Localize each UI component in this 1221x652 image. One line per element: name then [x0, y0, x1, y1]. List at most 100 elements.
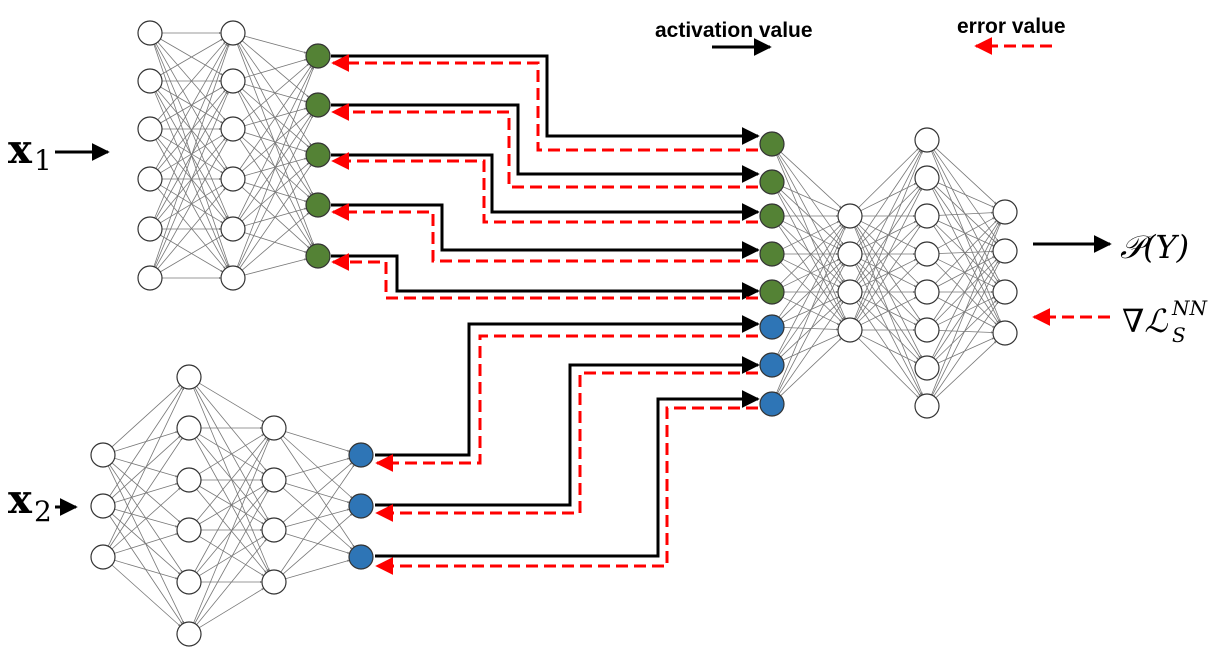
joint-node-from-subnet2	[759, 391, 785, 417]
legend: activation value error value	[655, 15, 1066, 56]
network-edge	[160, 234, 223, 273]
network-edge	[780, 224, 842, 284]
network-edge	[154, 91, 229, 268]
error-connector	[331, 203, 758, 263]
network-edge	[937, 296, 995, 326]
network-edge	[236, 66, 315, 267]
network-edge	[935, 340, 997, 399]
network-edge	[198, 587, 265, 629]
prediction-label: 𝒫(Y)	[1120, 228, 1189, 266]
network-edge	[938, 330, 994, 334]
network-edge	[241, 63, 310, 122]
network-edge	[157, 41, 226, 121]
subnet1-input-node	[137, 216, 163, 242]
network-edge	[239, 164, 312, 269]
network-edge	[776, 226, 846, 394]
head-hidden-node	[837, 203, 863, 229]
network-edge	[237, 66, 314, 219]
network-edge	[780, 338, 842, 396]
head-hidden-node	[914, 203, 940, 229]
network-edge	[855, 150, 922, 282]
network-edge	[155, 139, 228, 268]
head-hidden-node	[837, 241, 863, 267]
network-edge	[241, 186, 310, 249]
head-hidden-node	[914, 317, 940, 343]
network-edge	[778, 301, 844, 395]
network-edge	[935, 147, 997, 205]
network-edge	[933, 187, 999, 283]
network-edge	[282, 435, 353, 499]
head-hidden-node	[914, 279, 940, 305]
network-edge	[114, 559, 178, 580]
input-label-x2: x 2	[8, 476, 78, 528]
network-edge	[856, 149, 921, 245]
network-edge	[933, 221, 999, 321]
activation-connector	[331, 153, 760, 221]
subnet2-input-node	[90, 544, 116, 570]
network-edge	[858, 338, 919, 398]
network-edge	[780, 189, 842, 247]
subnet2-hidden-node	[176, 364, 202, 390]
x1-base: x	[8, 126, 33, 173]
error-connector	[331, 253, 758, 300]
subnet1-input-node	[137, 265, 163, 291]
network-edge	[109, 515, 183, 625]
subnet1-output-node	[305, 43, 331, 69]
network-edge	[282, 462, 353, 523]
network-edge	[111, 564, 181, 627]
gradient-label-sub: S	[1172, 323, 1186, 347]
subnet1-hidden-node	[220, 166, 246, 192]
network-edge	[285, 457, 350, 478]
network-edge	[938, 211, 994, 216]
network-edge	[777, 192, 845, 320]
head-output-node	[992, 238, 1018, 264]
subnet1-input-node	[137, 20, 163, 46]
network-edge	[782, 186, 840, 212]
network-edge	[860, 296, 917, 326]
network-edge	[937, 258, 995, 288]
network-edge	[244, 58, 307, 78]
network-edge	[855, 188, 922, 320]
network-edge	[280, 464, 355, 573]
activation-connector	[375, 356, 760, 507]
network-edge	[157, 187, 226, 270]
head-output-node	[992, 279, 1018, 305]
network-edge	[780, 151, 842, 209]
subnet2-hidden-node	[176, 569, 202, 595]
network-edge	[282, 513, 353, 575]
x2-base: x	[8, 476, 33, 523]
joint-node-from-subnet2	[759, 352, 785, 378]
network-edge	[937, 182, 995, 208]
network-edge	[237, 43, 314, 195]
subnet2-input-node	[90, 493, 116, 519]
network-edge	[937, 217, 995, 249]
network-edge	[931, 222, 1001, 396]
head-hidden-node	[914, 355, 940, 381]
head-hidden-node	[837, 279, 863, 305]
network-edge	[111, 487, 181, 550]
head-output-node	[992, 199, 1018, 225]
subnet2-output-node	[348, 544, 374, 570]
subnet1-input-node	[137, 68, 163, 94]
network-edge	[193, 438, 270, 624]
network-edge	[932, 261, 1000, 396]
head-output-node	[992, 320, 1018, 346]
error-connector	[375, 406, 758, 575]
network-edge	[777, 264, 845, 394]
network-edge	[935, 300, 997, 360]
head-hidden-node	[837, 317, 863, 343]
joint-node-from-subnet1	[759, 241, 785, 267]
subnet2-output-node	[348, 442, 374, 468]
network-edge	[285, 559, 350, 580]
head-hidden-node	[914, 165, 940, 191]
network-edge	[933, 225, 999, 324]
error-legend-label: error value	[957, 15, 1066, 38]
joint-node-from-subnet1	[759, 203, 785, 229]
network-edge	[935, 224, 997, 284]
network-edge	[194, 490, 269, 624]
subnet2-hidden-node	[176, 517, 202, 543]
network-edge	[153, 44, 230, 267]
network-edge	[856, 225, 921, 321]
subnet2-hidden-node	[261, 415, 287, 441]
error-connector	[331, 152, 758, 224]
